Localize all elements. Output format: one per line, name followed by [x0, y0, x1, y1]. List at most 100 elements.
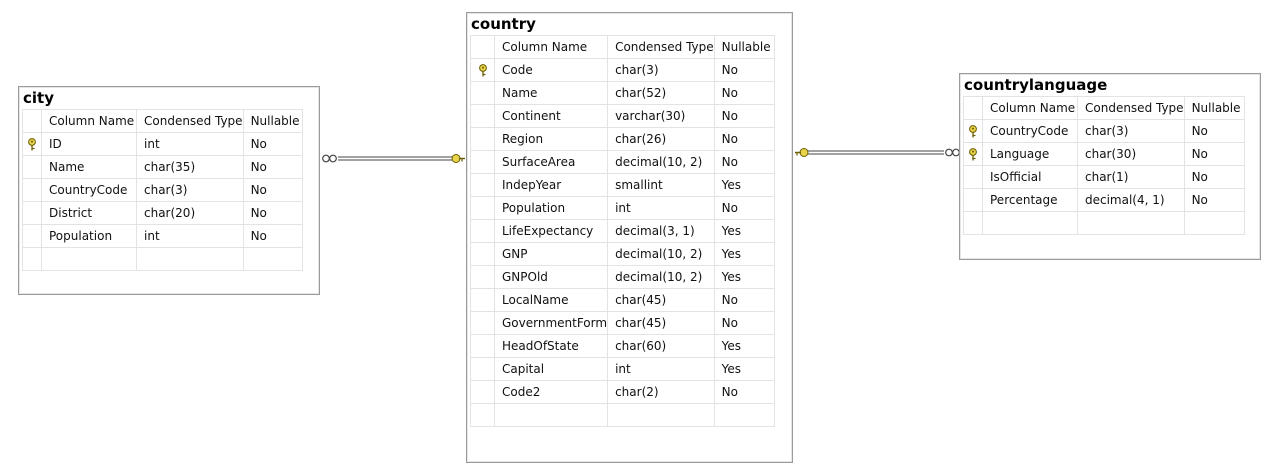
- nullable-cell[interactable]: No: [1183, 142, 1245, 166]
- nullable-cell[interactable]: No: [713, 58, 775, 82]
- condensed-type-cell[interactable]: char(20): [136, 201, 244, 225]
- condensed-type-cell[interactable]: [607, 403, 715, 427]
- relationship-city-country[interactable]: [322, 154, 465, 163]
- row-selector[interactable]: [963, 188, 983, 212]
- row-selector[interactable]: [470, 311, 495, 335]
- new-column-row[interactable]: [963, 211, 1245, 235]
- condensed-type-cell[interactable]: char(30): [1077, 142, 1185, 166]
- row-selector[interactable]: [470, 357, 495, 381]
- condensed-type-cell[interactable]: char(52): [607, 81, 715, 105]
- condensed-type-cell[interactable]: varchar(30): [607, 104, 715, 128]
- condensed-type-cell[interactable]: char(3): [1077, 119, 1185, 143]
- nullable-cell[interactable]: No: [1183, 188, 1245, 212]
- column-name-cell[interactable]: Capital: [493, 357, 609, 381]
- condensed-type-cell[interactable]: decimal(10, 2): [607, 150, 715, 174]
- nullable-cell[interactable]: Yes: [713, 173, 775, 197]
- row-selector[interactable]: [470, 150, 495, 174]
- condensed-type-cell[interactable]: char(26): [607, 127, 715, 151]
- condensed-type-cell[interactable]: decimal(3, 1): [607, 219, 715, 243]
- condensed-type-cell[interactable]: int: [136, 224, 244, 248]
- row-selector[interactable]: [470, 334, 495, 358]
- condensed-type-cell[interactable]: int: [607, 196, 715, 220]
- nullable-cell[interactable]: No: [242, 132, 303, 156]
- column-name-cell[interactable]: [982, 211, 1078, 235]
- column-name-cell[interactable]: District: [41, 201, 137, 225]
- new-column-row[interactable]: [22, 247, 303, 271]
- nullable-cell[interactable]: Yes: [713, 357, 775, 381]
- condensed-type-cell[interactable]: char(35): [136, 155, 244, 179]
- row-selector[interactable]: [963, 211, 983, 235]
- row-selector[interactable]: [470, 127, 495, 151]
- nullable-cell[interactable]: No: [713, 81, 775, 105]
- condensed-type-cell[interactable]: char(3): [607, 58, 715, 82]
- nullable-cell[interactable]: Yes: [713, 334, 775, 358]
- row-selector[interactable]: [470, 380, 495, 404]
- condensed-type-cell[interactable]: int: [607, 357, 715, 381]
- column-name-cell[interactable]: LocalName: [493, 288, 609, 312]
- condensed-type-cell[interactable]: [136, 247, 244, 271]
- row-selector[interactable]: [470, 265, 495, 289]
- nullable-cell[interactable]: No: [713, 104, 775, 128]
- condensed-type-cell[interactable]: char(45): [607, 288, 715, 312]
- column-name-cell[interactable]: IsOfficial: [982, 165, 1078, 189]
- column-name-cell[interactable]: IndepYear: [493, 173, 609, 197]
- column-name-cell[interactable]: CountryCode: [982, 119, 1078, 143]
- condensed-type-cell[interactable]: char(45): [607, 311, 715, 335]
- nullable-cell[interactable]: [1183, 211, 1245, 235]
- condensed-type-cell[interactable]: decimal(4, 1): [1077, 188, 1185, 212]
- nullable-cell[interactable]: No: [1183, 119, 1245, 143]
- row-selector[interactable]: [963, 142, 983, 166]
- column-name-cell[interactable]: Population: [41, 224, 137, 248]
- row-selector[interactable]: [470, 242, 495, 266]
- row-selector[interactable]: [470, 219, 495, 243]
- column-name-cell[interactable]: ID: [41, 132, 137, 156]
- condensed-type-cell[interactable]: char(1): [1077, 165, 1185, 189]
- condensed-type-cell[interactable]: decimal(10, 2): [607, 242, 715, 266]
- column-name-cell[interactable]: GNP: [493, 242, 609, 266]
- nullable-cell[interactable]: [242, 247, 303, 271]
- column-name-cell[interactable]: Code2: [493, 380, 609, 404]
- row-selector[interactable]: [22, 132, 42, 156]
- row-selector[interactable]: [470, 403, 495, 427]
- column-name-cell[interactable]: Language: [982, 142, 1078, 166]
- new-column-row[interactable]: [470, 403, 775, 427]
- condensed-type-cell[interactable]: smallint: [607, 173, 715, 197]
- nullable-cell[interactable]: No: [713, 150, 775, 174]
- condensed-type-cell[interactable]: char(60): [607, 334, 715, 358]
- column-name-cell[interactable]: GNPOld: [493, 265, 609, 289]
- nullable-cell[interactable]: Yes: [713, 219, 775, 243]
- column-name-cell[interactable]: CountryCode: [41, 178, 137, 202]
- column-name-cell[interactable]: Region: [493, 127, 609, 151]
- column-name-cell[interactable]: [493, 403, 609, 427]
- nullable-cell[interactable]: No: [242, 201, 303, 225]
- nullable-cell[interactable]: No: [242, 224, 303, 248]
- column-name-cell[interactable]: SurfaceArea: [493, 150, 609, 174]
- nullable-cell[interactable]: Yes: [713, 242, 775, 266]
- column-name-cell[interactable]: GovernmentForm: [493, 311, 609, 335]
- column-name-cell[interactable]: Continent: [493, 104, 609, 128]
- condensed-type-cell[interactable]: decimal(10, 2): [607, 265, 715, 289]
- row-selector[interactable]: [963, 119, 983, 143]
- row-selector[interactable]: [22, 224, 42, 248]
- condensed-type-cell[interactable]: [1077, 211, 1185, 235]
- nullable-cell[interactable]: No: [242, 155, 303, 179]
